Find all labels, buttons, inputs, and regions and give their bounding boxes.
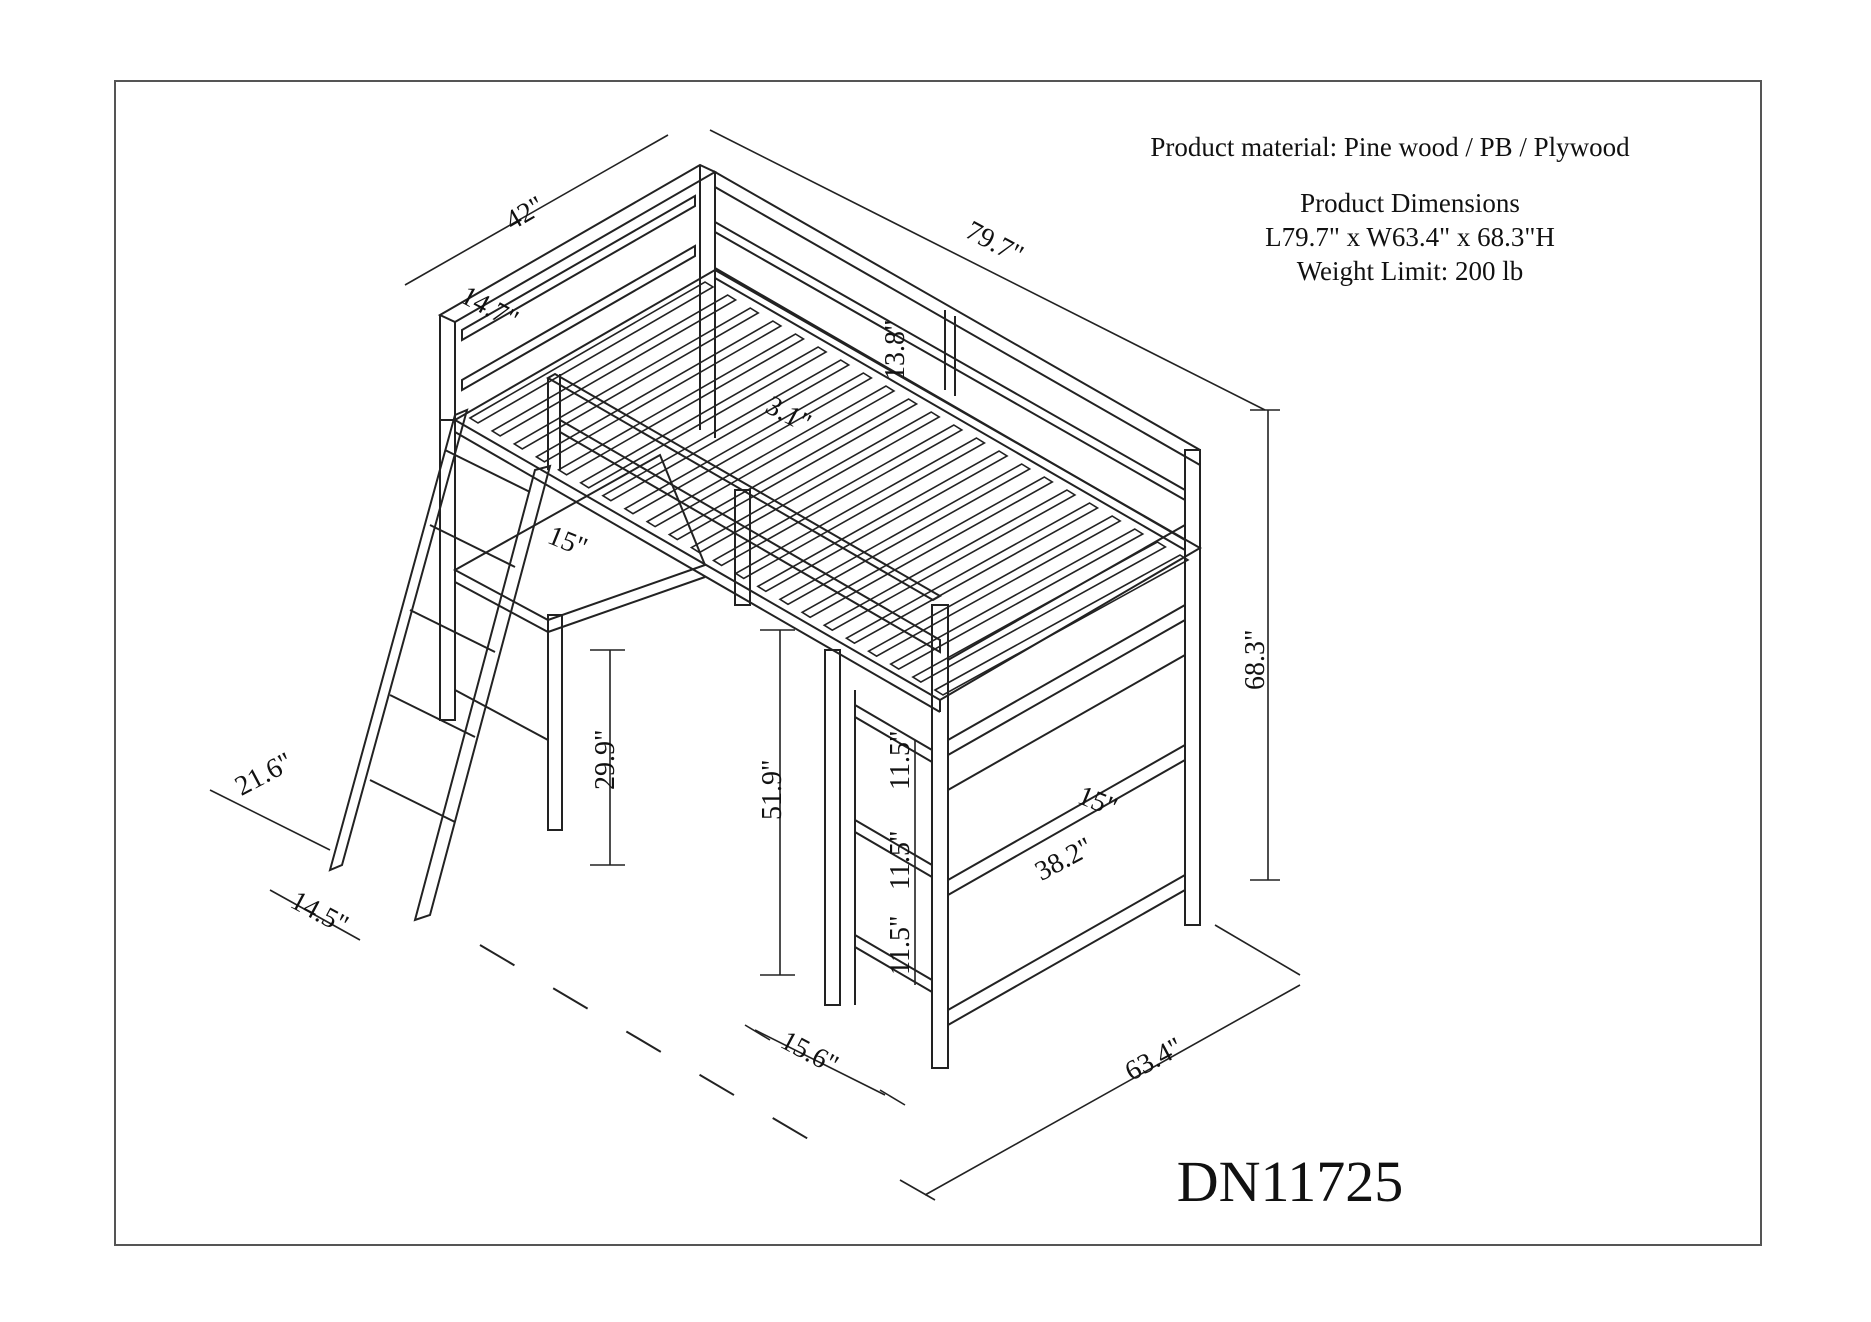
dimensions-value: L79.7" x W63.4" x 68.3"H [1265,222,1555,252]
dim-shelf-gap-1: 11.5" [885,730,916,790]
dimension-lines [209,129,1301,1201]
slat [689,411,941,554]
slat [645,385,896,528]
floor-guideline [479,944,811,1141]
dim-height: 68.3" [1240,629,1271,690]
slat [512,307,760,450]
drawing-frame [114,80,1762,1246]
slat [933,554,1190,696]
ladder [328,408,552,922]
desk [452,453,707,741]
slat [490,294,738,437]
slat [778,463,1032,606]
dimensions-title: Product Dimensions [1300,188,1520,218]
model-number: DN11725 [1176,1149,1404,1214]
slat [844,502,1100,645]
slat [756,450,1009,593]
product-material: Product material: Pine wood / PB / Plywo… [1150,132,1630,162]
slat [889,528,1145,671]
slat [579,346,828,489]
dim-shelf-gap-2: 11.5" [885,830,916,890]
slat [468,281,715,424]
dim-shelf-gap-3: 11.5" [885,915,916,975]
slat [557,333,806,476]
mattress-slats [468,281,1190,696]
slat [734,437,986,580]
weight-limit: Weight Limit: 200 lb [1296,256,1524,286]
slat [667,398,919,541]
slat [601,359,851,502]
slat [822,489,1077,632]
dim-desk-height: 29.9" [590,729,621,790]
dim-clearance: 51.9" [757,759,788,820]
bed-legs [439,419,1201,1069]
slat [534,320,783,463]
slat [623,372,873,515]
dim-guard-height: 13.8" [880,319,911,380]
slat [866,515,1122,658]
bed-platform [452,268,1202,713]
slat [800,476,1054,619]
slat [911,541,1167,683]
slat [712,424,964,567]
